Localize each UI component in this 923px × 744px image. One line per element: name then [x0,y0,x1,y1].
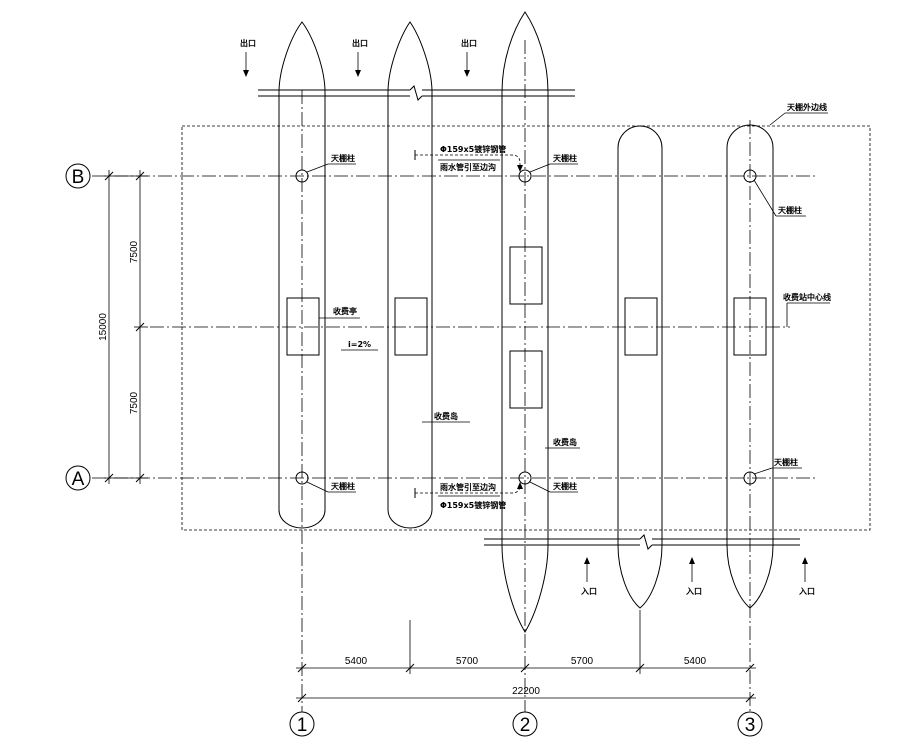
slope-callout: i=2% [341,340,378,351]
column-callout-a2: 天棚柱 [529,481,578,493]
dim-total-horizontal: 22200 [512,686,540,697]
axis-label-3: 3 [745,715,756,736]
toll-booth-4 [624,297,658,356]
vertical-dimensions: 15000 7500 7500 [98,170,148,484]
column-a1 [295,471,309,485]
toll-island-1 [278,21,326,529]
column-a3 [743,471,757,485]
column-callout-b1: 天棚柱 [306,153,356,173]
axis-bubble-3: 3 [737,711,763,737]
drain-pipe-bottom: 雨水管引至边沟 Φ159x5镀锌钢管 [414,482,523,510]
canopy-column-label: 天棚柱 [778,205,802,215]
drain-note-label: 雨水管引至边沟 [440,482,496,492]
exit-label: 出口 [240,38,256,48]
centerline-callout: 收费站中心线 [783,292,831,327]
toll-booth-callout: 收费亭 [319,306,360,319]
entry-label: 入口 [798,587,815,596]
dim-lower-half: 7500 [129,391,140,414]
axis-label-a: A [72,469,85,490]
toll-booth-1 [286,297,320,356]
horizontal-dimensions: 5400 5700 5700 5400 22200 [296,610,756,703]
column-callout-b3: 天棚柱 [753,179,806,217]
toll-island-label: 收费岛 [553,437,577,447]
column-a2 [518,471,532,485]
pipe-spec-label: Φ159x5镀锌钢管 [440,500,506,510]
axis-label-1: 1 [297,715,308,736]
column-callout-a3: 天棚柱 [753,457,802,475]
canopy-column-label: 天棚柱 [553,153,577,163]
axis-bubble-1: 1 [289,711,315,737]
canopy-outline [181,125,871,531]
station-centerline-label: 收费站中心线 [783,292,831,302]
dim-span-3: 5700 [571,656,594,667]
exit-marker-1: 出口 [240,38,256,77]
axis-bubble-b: B [65,163,91,189]
column-b2 [518,169,532,183]
dim-span-1: 5400 [345,656,368,667]
exit-label: 出口 [461,38,477,48]
exit-label: 出口 [352,38,368,48]
column-callout-a1: 天棚柱 [306,481,356,493]
entry-label: 入口 [685,587,702,596]
canopy-column-label: 天棚柱 [331,481,355,491]
column-callout-b2: 天棚柱 [529,153,578,173]
toll-island-callout-2: 收费岛 [545,437,580,449]
axis-bubble-2: 2 [512,711,538,737]
toll-island-2 [387,21,433,529]
toll-booth-label: 收费亭 [333,306,357,316]
toll-booth-5 [733,297,767,356]
toll-booth-3a [509,246,543,305]
canopy-column-label: 天棚柱 [553,481,577,491]
dim-span-2: 5700 [456,656,479,667]
column-b3 [743,169,757,183]
entry-marker-1: 入口 [580,557,597,596]
drain-note-label: 雨水管引至边沟 [440,162,496,172]
dim-span-4: 5400 [684,656,707,667]
top-break-line [258,85,575,101]
entry-label: 入口 [580,587,597,596]
exit-marker-3: 出口 [461,38,477,77]
slope-label: i=2% [348,340,371,349]
canopy-edge-callout: 天棚外边线 [769,102,828,126]
dim-upper-half: 7500 [129,240,140,263]
exit-marker-2: 出口 [352,38,368,77]
dim-total-vertical: 15000 [98,313,109,341]
toll-booth-3b [509,350,543,409]
toll-island-label: 收费岛 [434,411,458,421]
canopy-column-label: 天棚柱 [331,153,355,163]
canopy-edge-label: 天棚外边线 [787,102,827,112]
drain-pipe-top: Φ159x5镀锌钢管 雨水管引至边沟 [414,144,523,172]
bottom-break-line [484,534,800,550]
axis-label-2: 2 [520,715,531,736]
canopy-column-label: 天棚柱 [774,457,798,467]
entry-marker-3: 入口 [798,557,815,596]
axis-bubble-a: A [65,465,91,491]
entry-marker-2: 入口 [685,557,702,596]
toll-booth-2 [394,297,428,356]
axis-label-b: B [72,167,85,188]
toll-island-4 [617,125,663,609]
toll-island-callout-1: 收费岛 [422,411,470,423]
column-b1 [295,169,309,183]
pipe-spec-label: Φ159x5镀锌钢管 [440,144,506,154]
